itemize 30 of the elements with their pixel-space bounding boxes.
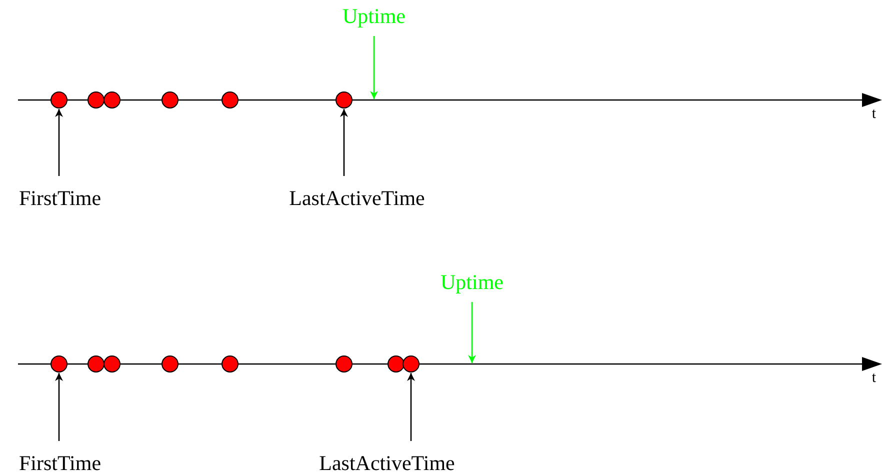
time-label: LastActiveTime xyxy=(319,451,455,474)
axis-label: t xyxy=(872,106,876,122)
arrow xyxy=(55,373,63,441)
event-dot xyxy=(104,92,120,108)
event-dot xyxy=(388,356,404,372)
time-label: LastActiveTime xyxy=(289,186,425,210)
time-label: FirstTime xyxy=(18,451,102,474)
event-dot xyxy=(88,356,104,372)
arrow xyxy=(340,109,348,176)
time-label: Uptime xyxy=(440,270,504,294)
event-dot xyxy=(104,356,120,372)
event-dot xyxy=(162,356,178,372)
arrow xyxy=(407,373,415,441)
arrow xyxy=(468,302,476,363)
event-dot xyxy=(222,92,238,108)
event-dot xyxy=(222,356,238,372)
arrow xyxy=(55,109,63,176)
event-dot xyxy=(162,92,178,108)
event-dot xyxy=(50,92,68,108)
event-dot xyxy=(88,92,104,108)
event-dot xyxy=(50,356,68,372)
arrow xyxy=(370,36,378,99)
event-dot xyxy=(336,92,352,108)
axis-label: t xyxy=(872,370,876,386)
event-dot xyxy=(402,356,420,372)
time-axis xyxy=(18,357,882,371)
time-axis xyxy=(18,93,882,107)
event-dot xyxy=(336,356,352,372)
time-label: FirstTime xyxy=(18,186,102,210)
time-label: Uptime xyxy=(342,4,406,28)
